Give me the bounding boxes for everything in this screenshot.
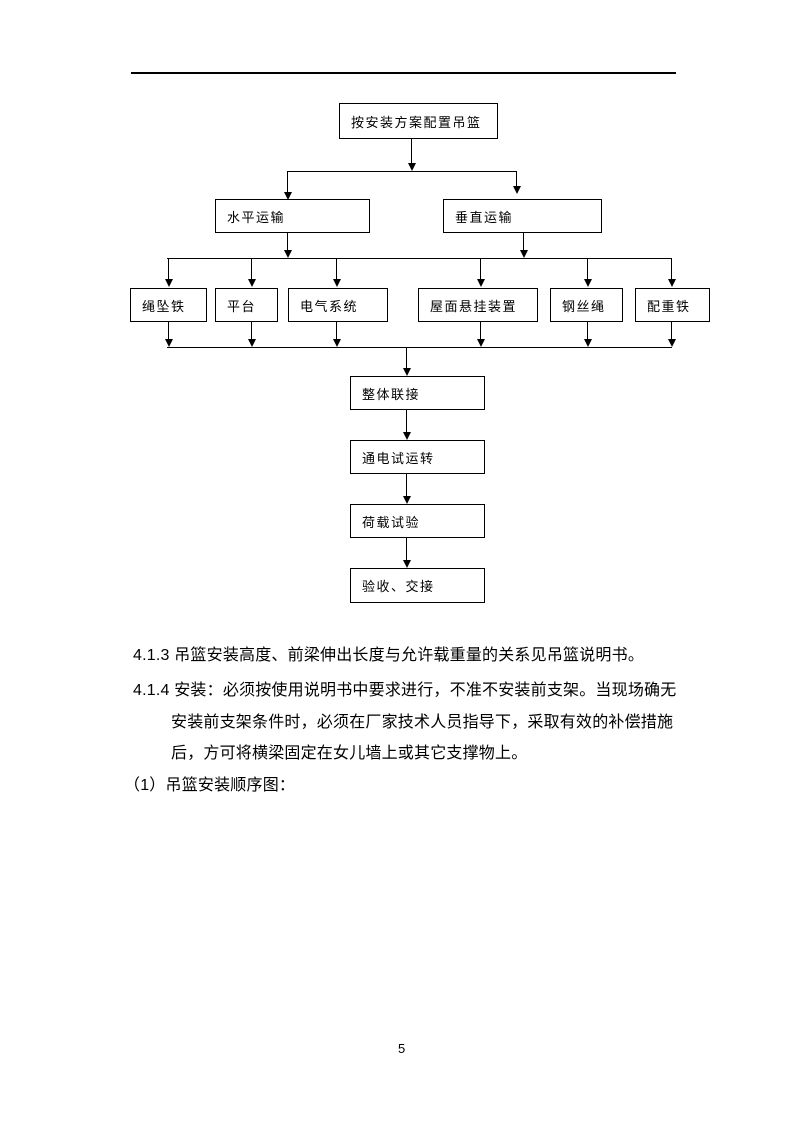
arrow-to-rope-weight	[164, 259, 173, 287]
flow-node-electrical-system: 电气系统	[288, 288, 388, 322]
flow-node-rope-weight: 绳坠铁	[130, 288, 207, 322]
flow-node-platform: 平台	[215, 288, 278, 322]
arrow-split-to-vertical	[512, 171, 521, 194]
page-number: 5	[398, 1041, 406, 1056]
header-rule	[131, 72, 676, 74]
arrow-electrical-to-merge	[332, 322, 341, 347]
flow-node-horizontal-transport: 水平运输	[215, 199, 370, 233]
arrow-to-roof-suspension	[476, 259, 485, 287]
arrow-to-platform	[247, 259, 256, 287]
arrow-merge-to-overall-connection	[402, 348, 411, 376]
flow-node-vertical-transport: 垂直运输	[443, 199, 602, 233]
distribution-line-top	[167, 258, 672, 259]
arrow-vertical-to-distline	[519, 233, 528, 258]
flow-node-wire-rope: 钢丝绳	[550, 288, 623, 322]
arrow-power-test-to-load-test	[402, 474, 411, 504]
flow-node-load-test: 荷载试验	[350, 504, 485, 538]
split-line	[287, 171, 517, 172]
arrow-roof-suspension-to-merge	[476, 322, 485, 347]
flow-node-counterweight: 配重铁	[635, 288, 710, 322]
arrow-counterweight-to-merge	[667, 322, 676, 347]
paragraph-4-1-4-line2: 安装前支架条件时，必须在厂家技术人员指导下，采取有效的补偿措施	[171, 714, 674, 731]
paragraph-list-item-1: （1）吊篮安装顺序图：	[124, 777, 296, 794]
arrow-split-to-horizontal	[283, 171, 292, 200]
arrow-to-electrical-system	[332, 259, 341, 287]
arrow-to-wire-rope	[583, 259, 592, 287]
paragraph-4-1-3: 4.1.3 吊篮安装高度、前梁伸出长度与允许载重量的关系见吊篮说明书。	[133, 647, 645, 664]
arrow-configure-to-split	[407, 139, 416, 171]
arrow-to-counterweight	[667, 259, 676, 287]
flow-node-configure: 按安装方案配置吊篮	[339, 103, 498, 139]
arrow-connection-to-power-test	[402, 410, 411, 440]
flow-node-acceptance-handover: 验收、交接	[350, 568, 485, 603]
arrow-rope-weight-to-merge	[164, 322, 173, 347]
flow-node-power-on-test-run: 通电试运转	[350, 440, 485, 474]
flow-node-roof-suspension: 屋面悬挂装置	[418, 288, 538, 322]
arrow-load-test-to-acceptance	[402, 538, 411, 568]
merge-line	[167, 347, 672, 348]
flow-node-overall-connection: 整体联接	[350, 376, 485, 410]
arrow-platform-to-merge	[247, 322, 256, 347]
arrow-wire-rope-to-merge	[583, 322, 592, 347]
arrow-horizontal-to-distline	[283, 233, 292, 258]
paragraph-4-1-4-line1: 4.1.4 安装：必须按使用说明书中要求进行，不准不安装前支架。当现场确无	[133, 682, 677, 699]
paragraph-4-1-4-line3: 后，方可将横梁固定在女儿墙上或其它支撑物上。	[171, 745, 528, 762]
